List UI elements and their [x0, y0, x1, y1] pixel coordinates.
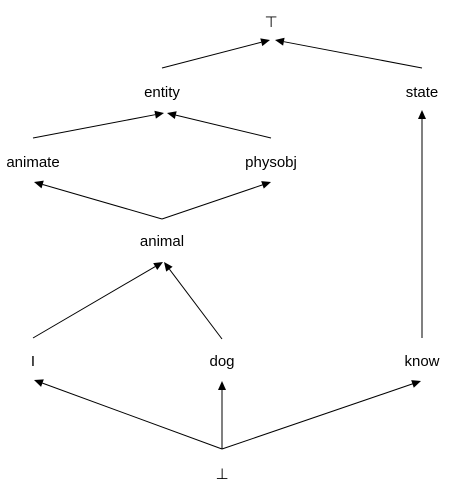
- arrowhead-bottom-to-i: [34, 379, 44, 387]
- node-entity: entity: [144, 84, 180, 101]
- node-animate: animate: [6, 154, 59, 171]
- node-know: know: [404, 353, 439, 370]
- arrowhead-i-to-animal: [153, 262, 163, 270]
- edge-entity-to-top: [161, 41, 262, 69]
- edge-animal-to-animate: [42, 184, 163, 220]
- node-state: state: [406, 84, 439, 101]
- arrowhead-animal-to-physobj: [261, 181, 271, 189]
- arrowhead-animal-to-animate: [34, 180, 44, 189]
- arrowhead-know-to-state: [418, 110, 426, 119]
- edge-bottom-to-i: [42, 382, 223, 450]
- arrowhead-dog-to-animal: [164, 262, 173, 272]
- node-bottom: ⊥: [215, 466, 228, 483]
- arrowhead-physobj-to-entity: [167, 111, 177, 119]
- arrowhead-bottom-to-know: [411, 380, 421, 388]
- edge-animate-to-entity: [32, 114, 156, 139]
- edge-i-to-animal: [32, 266, 156, 339]
- node-i: I: [31, 353, 35, 370]
- node-animal: animal: [140, 233, 184, 250]
- edge-dog-to-animal: [169, 268, 223, 340]
- arrowhead-bottom-to-dog: [218, 381, 226, 390]
- node-physobj: physobj: [245, 154, 297, 171]
- edge-animal-to-physobj: [161, 184, 263, 220]
- arrowhead-state-to-top: [275, 37, 285, 46]
- node-top: ⊤: [264, 14, 277, 31]
- arrowhead-entity-to-top: [260, 38, 270, 47]
- arrowhead-animate-to-entity: [154, 110, 164, 119]
- node-dog: dog: [209, 353, 234, 370]
- edge-state-to-top: [283, 41, 423, 69]
- edge-bottom-to-know: [221, 383, 413, 450]
- edge-physobj-to-entity: [175, 114, 272, 139]
- diagram-labels: ⊤ entity state animate physobj animal I …: [6, 14, 439, 483]
- diagram-edges: [32, 37, 426, 450]
